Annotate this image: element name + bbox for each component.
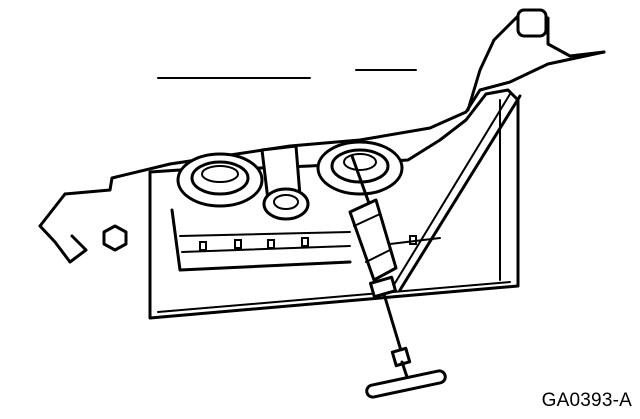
bearing-boss-hole [273,194,299,210]
lifter-gallery [170,208,352,272]
housing-bottom-rail [157,281,511,313]
puller-shaft-bottom [382,292,404,356]
figure-code: GA0393-A [541,390,632,411]
gallery-line-bottom [181,245,351,253]
cap-plug [516,8,548,38]
gallery-line-top [179,231,351,237]
lifter-bore [234,239,242,249]
slide-hammer-body [348,198,398,282]
head-housing [148,88,520,320]
bearing-boss [262,187,310,221]
cam-bore-left-core [201,165,239,183]
cam-cap-outline [492,12,606,58]
t-handle-grip [365,369,447,399]
slide-hammer-band [353,213,381,227]
hex-nut-icon [102,224,128,252]
casting-left-edge [38,192,67,228]
gallery-line-right [389,237,441,245]
casting-left-tab [38,224,88,264]
slide-hammer-band [365,249,391,263]
pry-bar-edge [391,93,511,289]
lifter-bores [199,235,417,251]
cap-neck [466,38,496,112]
pry-bar [398,94,522,292]
casting-outline-top [63,50,606,196]
lifter-bore [301,237,309,247]
lifter-bore [267,239,275,249]
lifter-bore [199,241,207,251]
puller-shaft-top [350,154,372,208]
cam-bore-right-core [343,153,377,171]
